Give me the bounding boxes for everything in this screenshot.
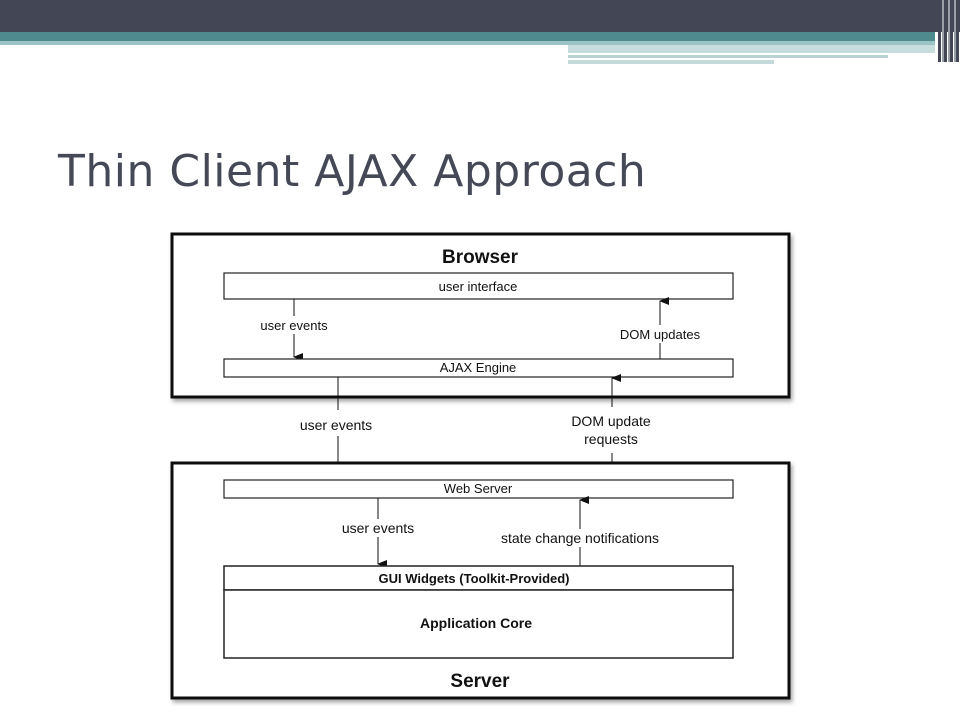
accent-stripe-light <box>0 41 935 45</box>
between-user-events-label: user events <box>300 417 372 433</box>
gui-widgets-label: GUI Widgets (Toolkit-Provided) <box>378 571 569 586</box>
accent-stripe <box>0 32 935 41</box>
server-user-events-label: user events <box>342 520 414 536</box>
architecture-diagram: Browser user interface user events DOM u… <box>170 232 791 700</box>
edge-stripe <box>950 0 953 62</box>
dom-update-requests-label-line2: requests <box>584 431 638 447</box>
edge-stripe-light <box>954 0 956 62</box>
user-interface-box <box>223 272 734 300</box>
top-banner <box>0 0 960 32</box>
edge-stripe <box>938 0 941 62</box>
browser-title: Browser <box>442 247 519 268</box>
accent-line-right <box>568 55 888 58</box>
accent-line-right-short <box>568 60 774 64</box>
edge-stripe <box>956 0 959 62</box>
state-change-notifications-label: state change notifications <box>501 530 659 546</box>
edge-stripe-light <box>942 0 944 62</box>
dom-updates-label: DOM updates <box>620 327 701 342</box>
web-server-label: Web Server <box>444 481 513 496</box>
gui-widgets-box <box>223 565 734 591</box>
edge-stripe <box>944 0 947 62</box>
browser-user-events-label: user events <box>260 318 328 333</box>
application-core-label: Application Core <box>420 615 532 631</box>
user-interface-label: user interface <box>439 279 518 294</box>
ajax-engine-label: AJAX Engine <box>440 360 517 375</box>
edge-stripe-light <box>948 0 950 62</box>
slide-title: Thin Client AJAX Approach <box>58 146 647 197</box>
server-title: Server <box>450 671 510 692</box>
accent-stripe-right <box>568 45 935 53</box>
dom-update-requests-label-line1: DOM update <box>571 413 651 429</box>
application-core-box <box>223 589 734 659</box>
ajax-engine-box <box>223 358 734 378</box>
web-server-box <box>223 479 734 499</box>
